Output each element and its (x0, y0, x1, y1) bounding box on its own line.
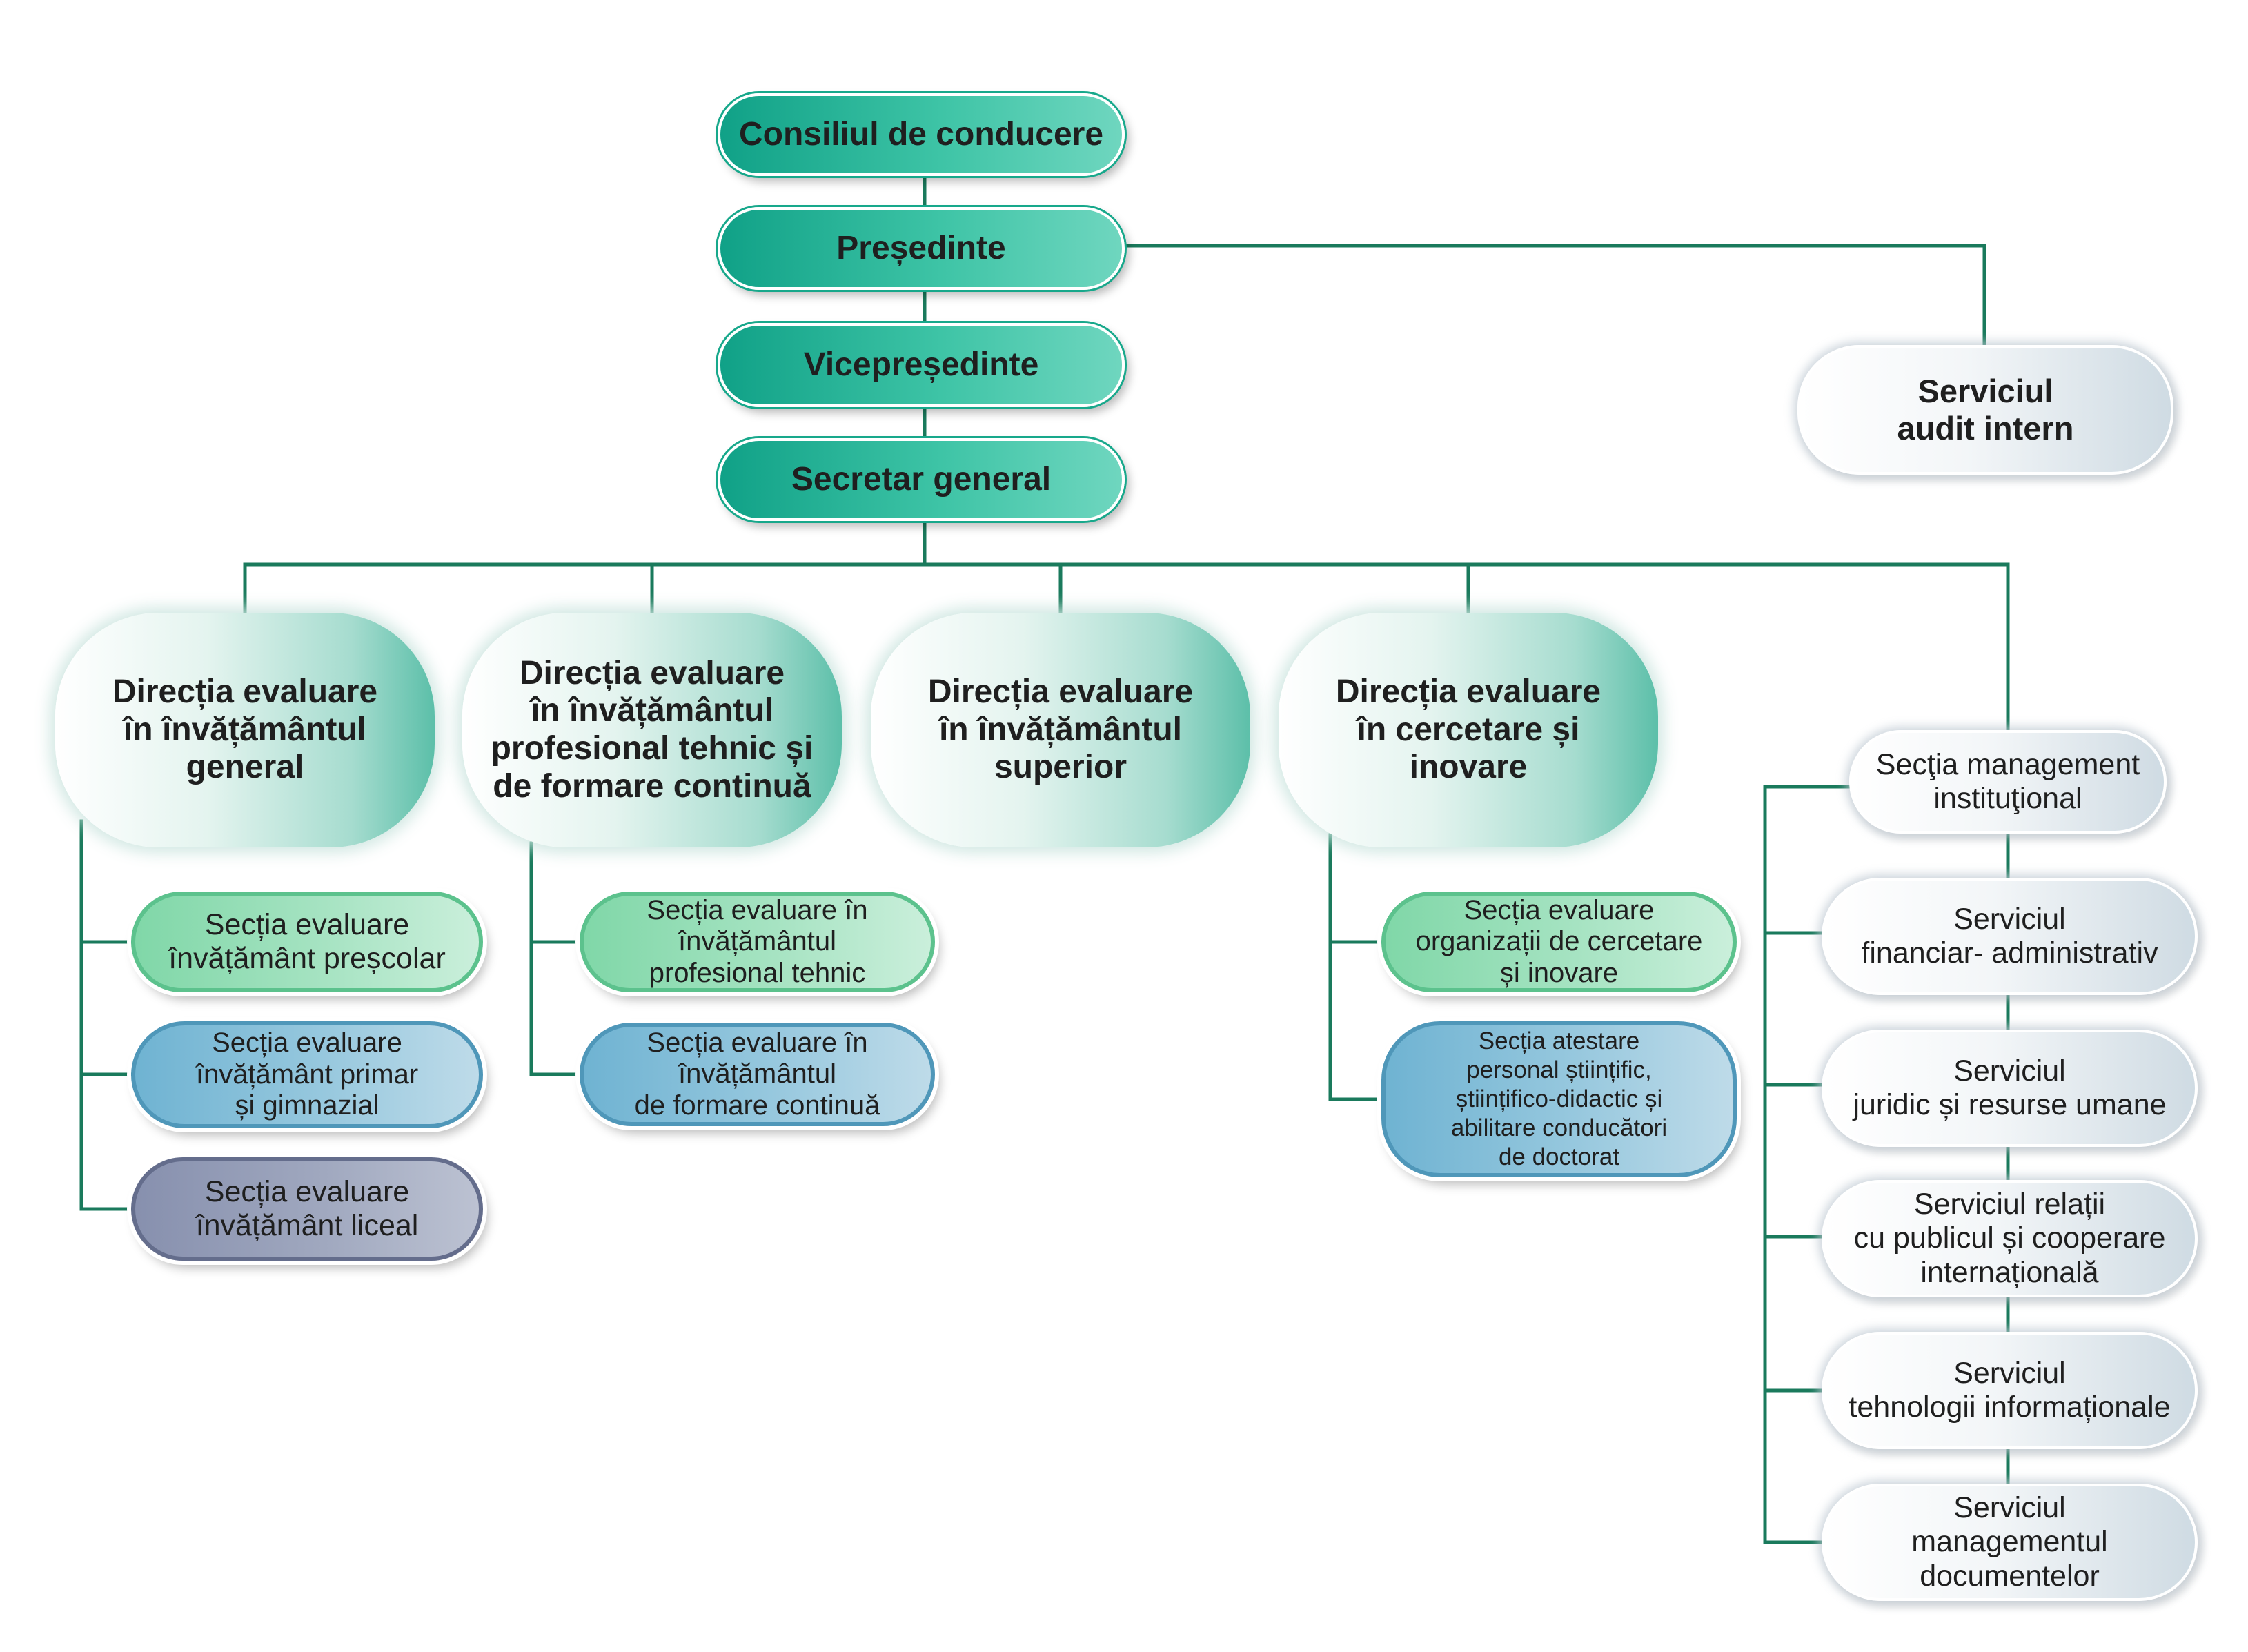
section-primary-label: Secția evaluare învățământ primar și gim… (195, 1027, 419, 1121)
directorate-higher-label: Direcția evaluare în învățământul superi… (927, 673, 1194, 786)
internal-audit-label: Serviciul audit intern (1897, 373, 2074, 446)
directorate-vocational-node: Direcția evaluare în învățământul profes… (462, 613, 842, 847)
directorate-general-node: Direcția evaluare în învățământul genera… (55, 613, 435, 847)
president-label: Președinte (836, 229, 1006, 266)
section-research-organizations-node: Secția evaluare organizații de cercetare… (1381, 892, 1737, 992)
service-information-technology-node: Serviciul tehnologii informaționale (1822, 1332, 2198, 1449)
directorate-research-node: Direcția evaluare în cercetare și inovar… (1279, 613, 1658, 847)
section-continuing-education-node: Secția evaluare în învățământul de forma… (580, 1023, 935, 1126)
section-scientific-attestation-label: Secția atestare personal științific, ști… (1450, 1027, 1668, 1170)
secretary-general-label: Secretar general (791, 460, 1052, 498)
secretary-general-node: Secretar general (718, 438, 1125, 521)
service-legal-hr-node: Serviciul juridic și resurse umane (1822, 1030, 2198, 1147)
section-vocational-technical-label: Secția evaluare în învățământul profesio… (647, 894, 868, 988)
service-information-technology-label: Serviciul tehnologii informaționale (1848, 1356, 2171, 1424)
service-legal-hr-label: Serviciul juridic și resurse umane (1853, 1054, 2167, 1121)
section-vocational-technical-node: Secția evaluare în învățământul profesio… (580, 892, 935, 992)
service-institutional-management-label: Secţia management instituţional (1875, 747, 2140, 815)
directorate-vocational-label: Direcția evaluare în învățământul profes… (491, 654, 814, 805)
section-continuing-education-label: Secția evaluare în învățământul de forma… (634, 1027, 880, 1121)
section-preschool-node: Secția evaluare învățământ preșcolar (131, 892, 483, 992)
service-document-management-label: Serviciul managementul documentelor (1911, 1491, 2108, 1593)
vice-president-node: Vicepreședinte (718, 323, 1125, 407)
connector-line (1123, 244, 1986, 347)
service-financial-administrative-label: Serviciul financiar- administrativ (1861, 902, 2158, 970)
section-primary-node: Secția evaluare învățământ primar și gim… (131, 1021, 483, 1128)
directorate-higher-node: Direcția evaluare în învățământul superi… (871, 613, 1250, 847)
internal-audit-node: Serviciul audit intern (1797, 345, 2173, 475)
section-scientific-attestation-node: Secția atestare personal științific, ști… (1381, 1021, 1737, 1177)
vice-president-label: Vicepreședinte (803, 346, 1039, 383)
directorate-general-label: Direcția evaluare în învățământul genera… (112, 673, 378, 786)
service-financial-administrative-node: Serviciul financiar- administrativ (1822, 878, 2198, 995)
section-highschool-node: Secția evaluare învățământ liceal (131, 1157, 483, 1261)
service-public-relations-label: Serviciul relații cu publicul și coopera… (1853, 1188, 2166, 1289)
service-document-management-node: Serviciul managementul documentelor (1822, 1484, 2198, 1601)
board-node: Consiliul de conducere (718, 93, 1125, 176)
connector-group (79, 174, 2010, 1544)
board-label: Consiliul de conducere (738, 115, 1104, 153)
section-preschool-label: Secția evaluare învățământ preșcolar (168, 907, 446, 975)
directorate-research-label: Direcția evaluare în cercetare și inovar… (1335, 673, 1601, 786)
section-highschool-label: Secția evaluare învățământ liceal (195, 1174, 419, 1242)
president-node: Președinte (718, 207, 1125, 290)
section-research-organizations-label: Secția evaluare organizații de cercetare… (1415, 894, 1703, 988)
service-institutional-management-node: Secţia management instituţional (1849, 730, 2167, 834)
service-public-relations-node: Serviciul relații cu publicul și coopera… (1822, 1180, 2198, 1297)
